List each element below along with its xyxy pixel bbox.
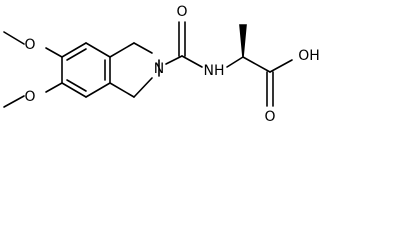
benzene-ring [61,42,111,98]
methoxy-bottom-oxygen-label: O [24,89,35,105]
tetrahydro-ring [109,42,160,98]
carbonyl-oxygen-label: O [176,4,187,20]
alpha-methyl-wedge [239,24,247,58]
chemical-structure-diagram: O O N O NH OH O [3,4,320,125]
methoxy-bottom-methyl-bond [3,95,25,108]
carboxylic-oh-label: OH [298,48,320,64]
carboxyl-oh-bond [269,59,293,73]
nh-alpha-carbon-bond [226,56,244,68]
carbonyl-nh-bond [181,55,203,68]
ring-nitrogen-label: N [154,61,164,77]
carboxyl-double-bond [266,71,274,107]
amide-nh-label: NH [204,63,225,79]
methoxy-top-methyl-bond [3,31,25,45]
carbonyl-double-bond [178,21,186,57]
n-carbonyl-bond [165,55,183,65]
methoxy-top-o-aryl-bond [45,47,63,58]
alpha-carboxyl-bond [242,56,271,73]
methoxy-top-oxygen-label: O [24,37,35,53]
carboxylic-oxygen-label: O [264,109,275,125]
methoxy-bottom-o-aryl-bond [45,82,63,93]
